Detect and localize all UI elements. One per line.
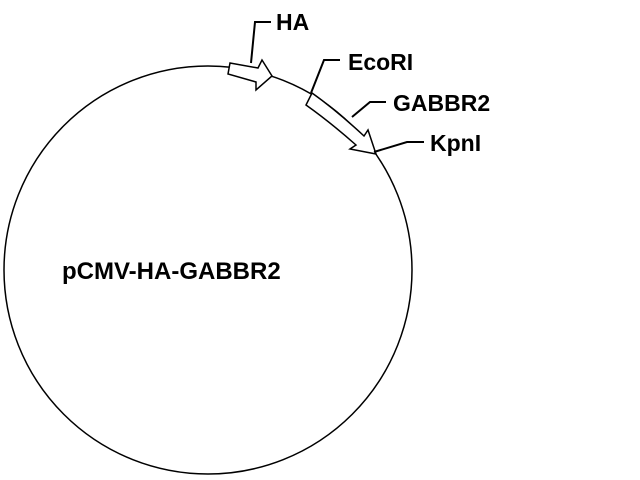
gabbr2-leader-line [351,101,386,118]
plasmid-name-label: pCMV-HA-GABBR2 [62,258,281,285]
ecori-leader-line [310,59,340,94]
kpni-leader-line [373,141,424,153]
kpni-site-label: KpnI [430,130,481,156]
ha-leader-line [250,21,271,64]
gabbr2-label: GABBR2 [393,90,490,116]
ha-feature-arrow [227,58,273,92]
plasmid-backbone-circle [3,65,413,475]
ecori-site-label: EcoRI [348,49,413,75]
ha-label: HA [276,9,309,35]
gabbr2-feature-arrow [305,91,378,155]
